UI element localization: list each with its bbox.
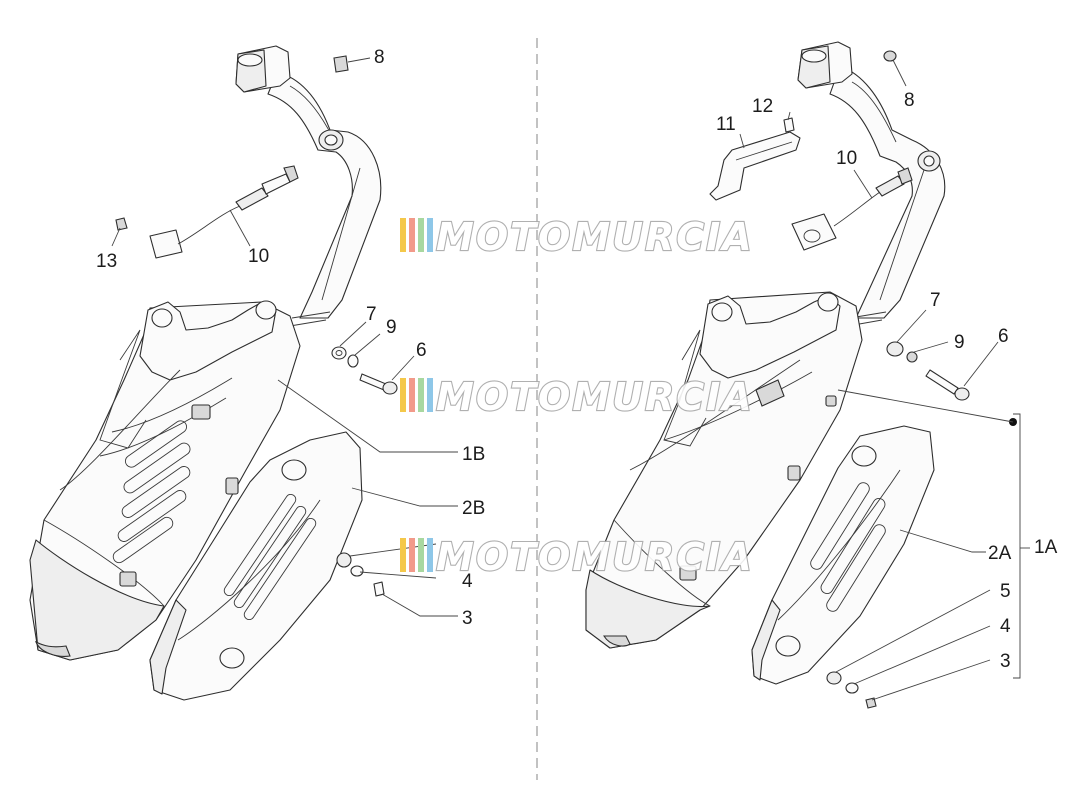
left-label-4: 4 xyxy=(462,571,473,592)
watermark-text: MOTOMURCIA xyxy=(436,375,754,419)
watermark-stripe-1 xyxy=(400,538,406,572)
left-leader-lines xyxy=(111,57,458,617)
left-shield-slots xyxy=(223,493,317,621)
left-exhaust-pipe xyxy=(235,45,382,327)
watermark-stripe-1 xyxy=(400,218,406,252)
right-label-1a: 1A xyxy=(1034,537,1058,558)
watermark-bottom: MOTOMURCIA xyxy=(400,534,754,580)
left-labels: 8 13 10 7 9 6 1B 2B 4 3 xyxy=(96,47,485,629)
right-label-7: 7 xyxy=(930,290,941,311)
right-muffler-body xyxy=(585,291,863,649)
left-muffler-body xyxy=(29,300,301,661)
right-leader-lines xyxy=(739,59,1030,701)
right-label-9: 9 xyxy=(954,332,965,353)
watermarks: MOTOMURCIA MOTOMURCIA MOTOMURCIA xyxy=(400,214,754,580)
left-heat-shield xyxy=(149,431,363,701)
right-exhaust-pipe xyxy=(797,41,946,327)
right-labels: 8 12 11 10 7 9 6 2A 1A 5 4 3 xyxy=(716,90,1058,672)
right-small-parts xyxy=(709,50,1017,709)
watermark-stripe-4 xyxy=(427,218,433,252)
left-label-1b: 1B xyxy=(462,444,485,465)
right-label-4: 4 xyxy=(1000,616,1011,637)
watermark-middle: MOTOMURCIA xyxy=(400,374,754,420)
watermark-stripe-4 xyxy=(427,378,433,412)
left-label-6: 6 xyxy=(416,340,427,361)
right-label-3: 3 xyxy=(1000,651,1011,672)
right-label-10: 10 xyxy=(836,148,857,169)
left-label-3: 3 xyxy=(462,608,473,629)
watermark-stripe-2 xyxy=(409,538,415,572)
right-label-6: 6 xyxy=(998,326,1009,347)
left-label-2b: 2B xyxy=(462,498,485,519)
watermark-text: MOTOMURCIA xyxy=(436,535,754,579)
watermark-stripe-3 xyxy=(418,538,424,572)
watermark-stripe-2 xyxy=(409,218,415,252)
right-label-11: 11 xyxy=(716,114,736,135)
left-muffler-slots xyxy=(112,420,191,564)
right-shield-slots xyxy=(810,482,886,612)
watermark-top: MOTOMURCIA xyxy=(400,214,754,260)
right-heat-shield xyxy=(751,425,935,685)
watermark-stripe-4 xyxy=(427,538,433,572)
watermark-stripe-1 xyxy=(400,378,406,412)
left-label-10: 10 xyxy=(248,246,269,267)
left-label-8: 8 xyxy=(374,47,385,68)
right-label-5: 5 xyxy=(1000,581,1011,602)
watermark-stripe-2 xyxy=(409,378,415,412)
left-assembly: 8 13 10 7 9 6 1B 2B 4 3 xyxy=(29,45,485,701)
left-label-9: 9 xyxy=(386,317,397,338)
left-small-parts xyxy=(115,55,398,597)
right-assembly: 8 12 11 10 7 9 6 2A 1A 5 4 3 xyxy=(585,41,1058,709)
left-label-7: 7 xyxy=(366,304,377,325)
watermark-stripe-3 xyxy=(418,218,424,252)
watermark-stripe-3 xyxy=(418,378,424,412)
left-label-13: 13 xyxy=(96,251,117,272)
watermark-text: MOTOMURCIA xyxy=(436,215,754,259)
right-label-2a: 2A xyxy=(988,543,1012,564)
right-label-12: 12 xyxy=(752,96,773,117)
right-label-8: 8 xyxy=(904,90,915,111)
